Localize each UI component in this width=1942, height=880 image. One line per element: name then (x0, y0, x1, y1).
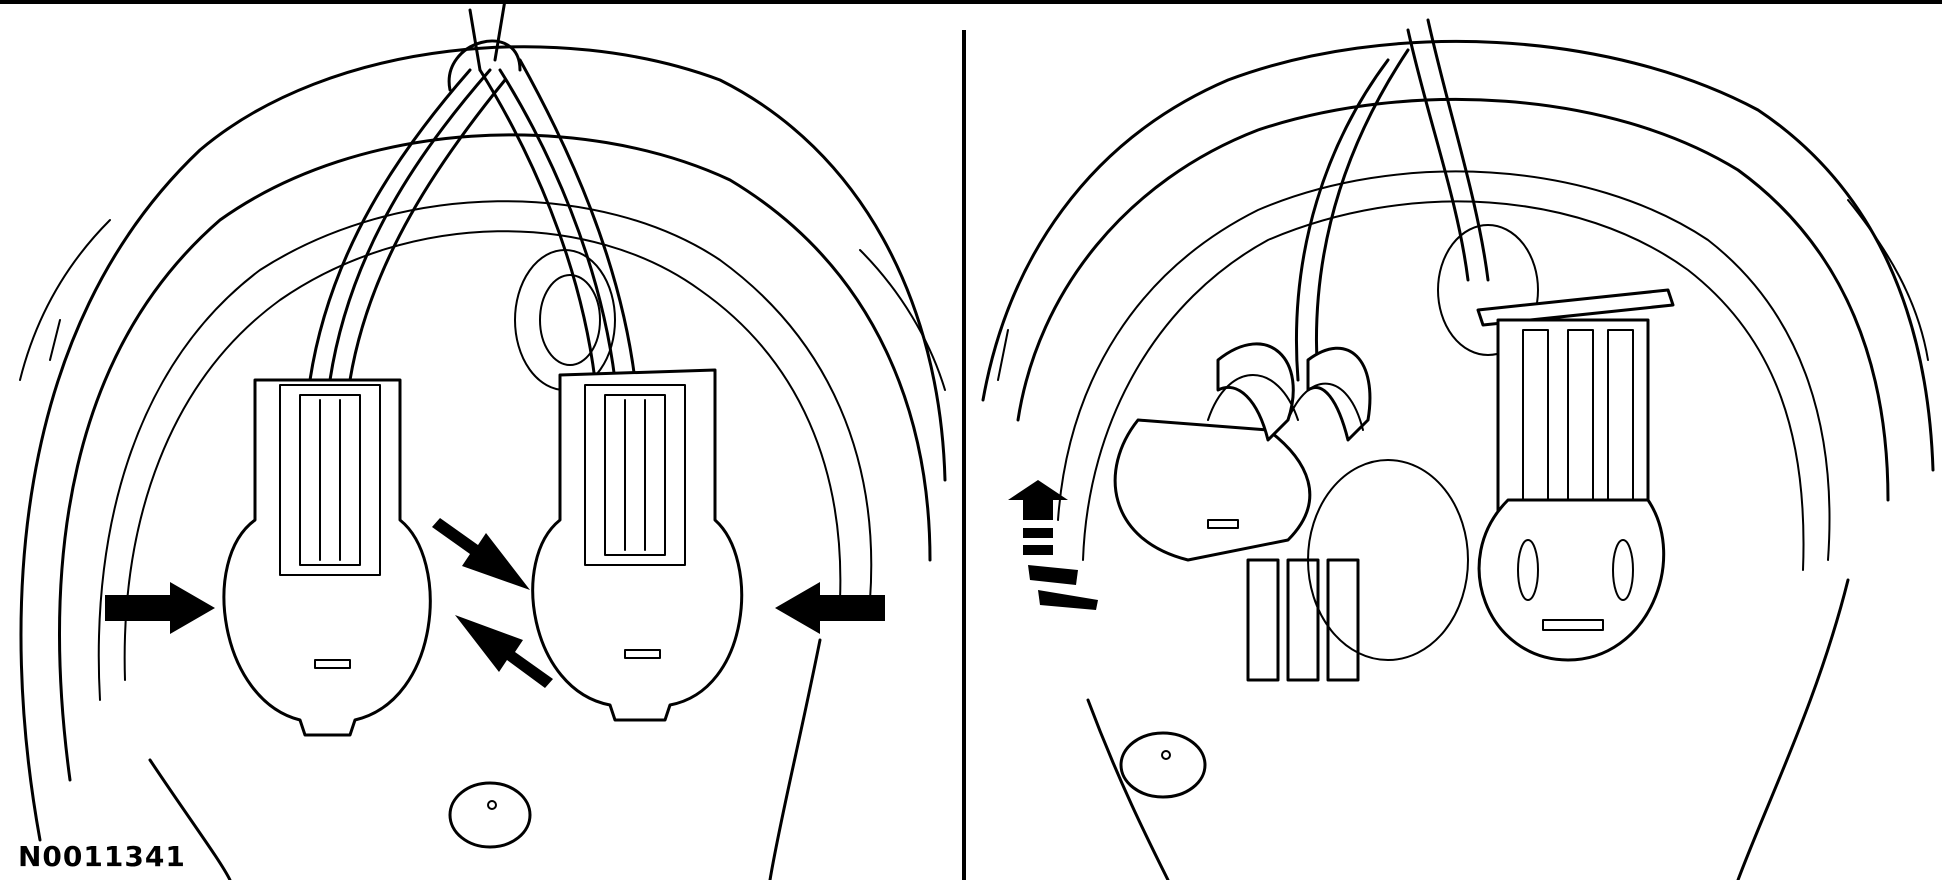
housing-lower-left (1086, 698, 1170, 880)
knob (448, 781, 532, 849)
knob (1119, 731, 1207, 799)
housing-lip (19, 219, 946, 391)
wire-right-b (498, 68, 617, 382)
housing-ring-1 (1057, 170, 1831, 561)
wire-right-a (1406, 28, 1470, 282)
grommet-inner (539, 274, 601, 366)
wire-right-b (1426, 18, 1490, 282)
wire-left-a (308, 68, 472, 382)
housing-inner-arc (58, 133, 932, 782)
wire-right-a (478, 68, 597, 382)
right-connector (531, 368, 744, 722)
housing-ring-2 (123, 230, 842, 681)
wire-loop (447, 0, 522, 92)
panel-divider (962, 30, 966, 880)
right-panel (981, 18, 1935, 880)
wire-left-c (348, 78, 507, 382)
wire-left-b (1314, 48, 1410, 382)
arrow-diagonal-down (432, 518, 530, 590)
wire-left-b (328, 68, 492, 382)
arrow-left-pointing (775, 582, 885, 634)
figure-id-label: N0011341 (18, 840, 186, 873)
housing-outer-arc (19, 45, 947, 842)
housing-inner-arc (1016, 97, 1890, 502)
left-connector (222, 378, 432, 737)
housing-outer-arc (981, 39, 1935, 472)
left-socket (1307, 459, 1469, 661)
housing-lower-right (768, 638, 822, 880)
top-rule (0, 0, 1942, 4)
arrow-up-release (1008, 480, 1098, 610)
housing-ring-2 (1082, 200, 1805, 571)
left-panel (19, 0, 947, 880)
housing-lower-left (148, 758, 232, 880)
arrow-right-pointing (105, 582, 215, 634)
left-connector-released (1113, 342, 1469, 682)
housing-ring-1 (97, 200, 873, 701)
right-connector-released (1476, 288, 1675, 662)
housing-lip (997, 199, 1929, 381)
knob-center (487, 800, 497, 810)
wire-left-a (1294, 58, 1390, 382)
housing-lower-right (1736, 578, 1850, 880)
grommet (1437, 224, 1539, 356)
arrow-diagonal-up (455, 615, 553, 688)
wire-right-c (518, 58, 637, 382)
knob-center (1161, 750, 1171, 760)
